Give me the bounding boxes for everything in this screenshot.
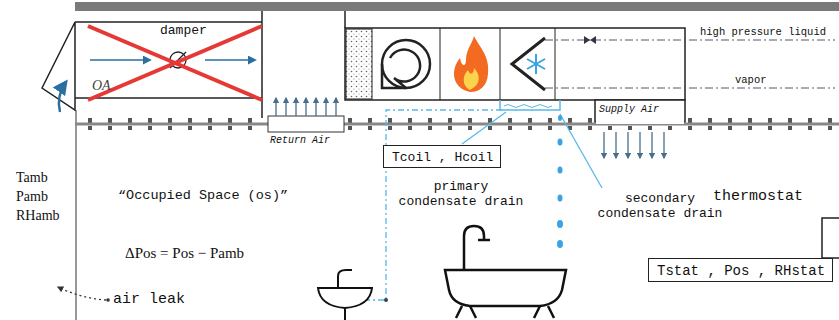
return-grille bbox=[268, 116, 344, 132]
part-label: thermostat bbox=[713, 188, 803, 205]
condensate-drops bbox=[557, 115, 563, 248]
line-label: vapor bbox=[735, 74, 767, 86]
line-label: high pressure liquid bbox=[700, 26, 826, 38]
supply-air-arrows bbox=[604, 132, 664, 158]
refrigerant-line bbox=[545, 40, 835, 88]
heater-flame bbox=[454, 36, 488, 92]
variable-label: Pamb bbox=[16, 189, 48, 205]
cooling-coil bbox=[512, 38, 545, 90]
part-label: air leak bbox=[113, 291, 185, 308]
formula: ΔPos = Pos − Pamb bbox=[125, 245, 244, 262]
duct-arrow bbox=[205, 59, 255, 61]
leader-line bbox=[462, 112, 506, 144]
wall bbox=[75, 110, 77, 320]
expansion-valve bbox=[584, 36, 596, 44]
part-label: Supply Air bbox=[599, 104, 659, 116]
sink bbox=[318, 270, 372, 320]
roof bbox=[75, 2, 839, 11]
leader-line bbox=[560, 114, 602, 188]
drain-pan bbox=[500, 100, 560, 110]
space-label: “Occupied Space (os)” bbox=[118, 188, 288, 204]
air-leak-arrow bbox=[58, 287, 106, 300]
variable-label: Tamb bbox=[16, 170, 48, 186]
part-label: secondary condensate drain bbox=[592, 192, 728, 222]
ceiling bbox=[75, 118, 839, 130]
thermostat-device bbox=[822, 218, 839, 258]
box-text: Tcoil , Hcoil bbox=[392, 150, 492, 165]
sensor-box: Tstat , Pos , RHstat bbox=[648, 258, 833, 282]
part-label: Return Air bbox=[270, 135, 330, 147]
part-label: primary condensate drain bbox=[396, 180, 526, 210]
return-air-arrows bbox=[276, 98, 336, 116]
part-label: damper bbox=[160, 24, 207, 39]
box-text: Tstat , Pos , RHstat bbox=[657, 263, 824, 279]
variable-label: RHamb bbox=[16, 208, 60, 224]
sensor-box: Tcoil , Hcoil bbox=[383, 145, 501, 168]
outdoor-air-arrow bbox=[59, 82, 66, 112]
filter bbox=[346, 29, 372, 99]
part-label: OA bbox=[92, 78, 111, 94]
bathtub bbox=[445, 226, 566, 318]
air-handler bbox=[345, 28, 685, 100]
duct-arrow bbox=[90, 59, 150, 61]
fan bbox=[382, 40, 430, 88]
